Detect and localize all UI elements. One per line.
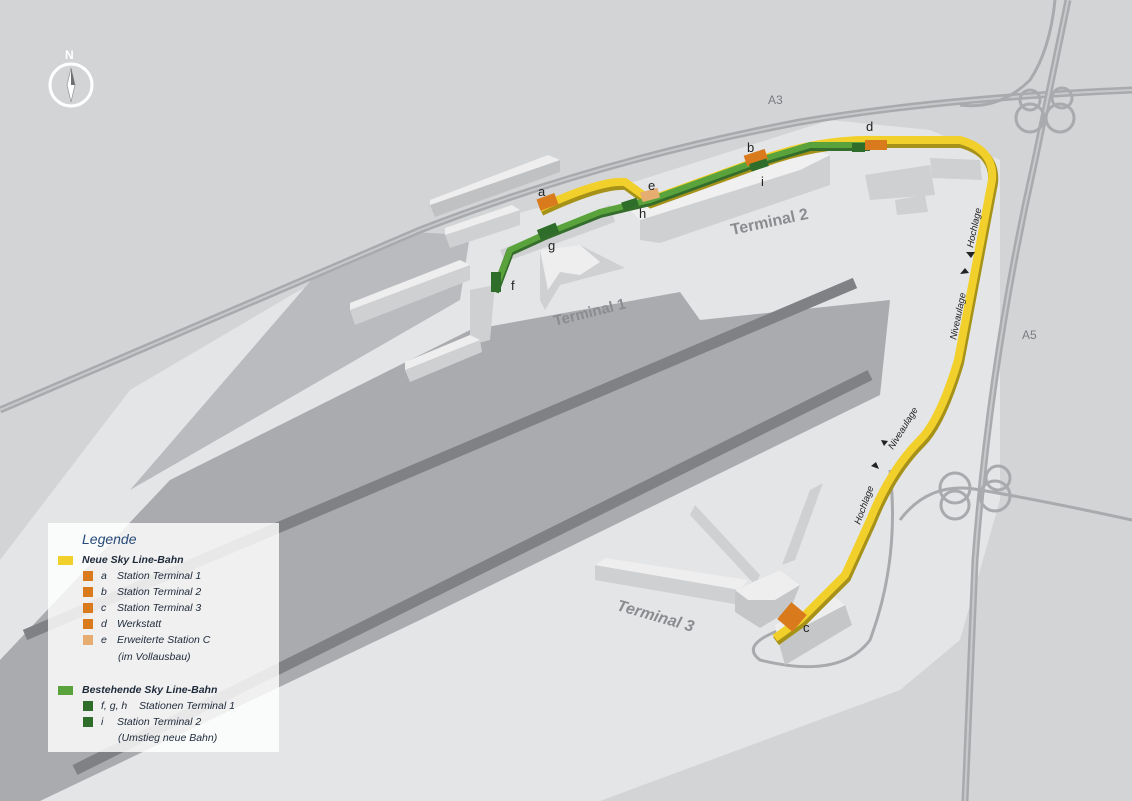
legend-title: Legende	[82, 531, 137, 547]
station-a-label: a	[538, 184, 546, 199]
station-e-marker[interactable]	[640, 187, 660, 203]
legend-panel: Legende Neue Sky Line-Bahn a Station Ter…	[48, 523, 279, 752]
compass-ring	[48, 62, 94, 108]
station-f-label: f	[511, 278, 515, 293]
legend-key: b	[101, 586, 107, 598]
road-label-a3: A3	[768, 93, 783, 107]
station-swatch	[83, 587, 93, 597]
station-swatch	[83, 619, 93, 629]
station-d-marker[interactable]	[865, 140, 887, 150]
legend-key: f, g, h	[101, 700, 128, 712]
station-swatch	[83, 571, 93, 581]
station-swatch	[83, 717, 93, 727]
legend-note-existing: (Umstieg neue Bahn)	[118, 732, 218, 744]
legend-existing-line: Bestehende Sky Line-Bahn	[58, 684, 217, 696]
north-compass: N	[48, 48, 94, 108]
legend-item-a: a Station Terminal 1	[83, 570, 201, 582]
existing-line-label: Bestehende Sky Line-Bahn	[82, 684, 218, 696]
legend-key: e	[101, 634, 107, 646]
legend-key: i	[101, 716, 104, 728]
road-label-a5: A5	[1022, 328, 1037, 342]
legend-item-fgh: f, g, h Stationen Terminal 1	[83, 700, 235, 712]
station-h-marker[interactable]	[621, 197, 639, 211]
new-skyline-track	[538, 135, 997, 642]
service-road	[751, 469, 894, 669]
station-swatch	[83, 701, 93, 711]
interchange-north	[959, 0, 1076, 134]
station-swatch	[83, 603, 93, 613]
station-b-marker[interactable]	[743, 148, 769, 167]
legend-note-new: (im Vollausbau)	[118, 651, 191, 663]
legend-item-e: e Erweiterte Station C	[83, 634, 210, 646]
terminal-2-buildings	[430, 150, 982, 248]
legend-item-c: c Station Terminal 3	[83, 602, 201, 614]
new-line-label: Neue Sky Line-Bahn	[82, 554, 184, 566]
legend-label: Station Terminal 3	[117, 602, 202, 614]
legend-item-b: b Station Terminal 2	[83, 586, 201, 598]
station-a-marker[interactable]	[536, 192, 559, 211]
legend-item-d: d Werkstatt	[83, 618, 161, 630]
station-i-marker[interactable]	[749, 158, 769, 172]
station-g-label: g	[548, 238, 555, 253]
legend-label: Station Terminal 1	[117, 570, 202, 582]
legend-label: Stationen Terminal 1	[139, 700, 235, 712]
new-line-swatch	[58, 555, 73, 565]
elevation-arrows	[871, 252, 975, 469]
station-c-marker[interactable]	[777, 602, 807, 632]
station-g-marker[interactable]	[536, 222, 560, 240]
station-i-label: i	[761, 174, 764, 189]
compass-n-label: N	[65, 48, 74, 62]
legend-label: Erweiterte Station C	[117, 634, 211, 646]
station-h-label: h	[639, 206, 646, 221]
station-f-marker[interactable]	[491, 272, 501, 292]
legend-key: c	[101, 602, 107, 614]
legend-key: a	[101, 570, 107, 582]
highway-a5-inner	[964, 0, 1069, 801]
legend-key: d	[101, 618, 107, 630]
station-e-label: e	[648, 178, 655, 193]
legend-item-i: i Station Terminal 2	[83, 716, 201, 728]
terminal-3-buildings	[595, 483, 852, 665]
legend-new-line: Neue Sky Line-Bahn	[58, 554, 184, 566]
station-d-label: d	[866, 119, 873, 134]
legend-label: Station Terminal 2	[117, 716, 202, 728]
legend-label: Werkstatt	[117, 618, 162, 630]
interchange-south	[898, 464, 1132, 522]
station-d-green	[852, 143, 865, 152]
existing-line-swatch	[58, 685, 73, 695]
legend-label: Station Terminal 2	[117, 586, 202, 598]
station-swatch	[83, 635, 93, 645]
station-c-label: c	[803, 620, 810, 635]
station-b-label: b	[747, 140, 754, 155]
